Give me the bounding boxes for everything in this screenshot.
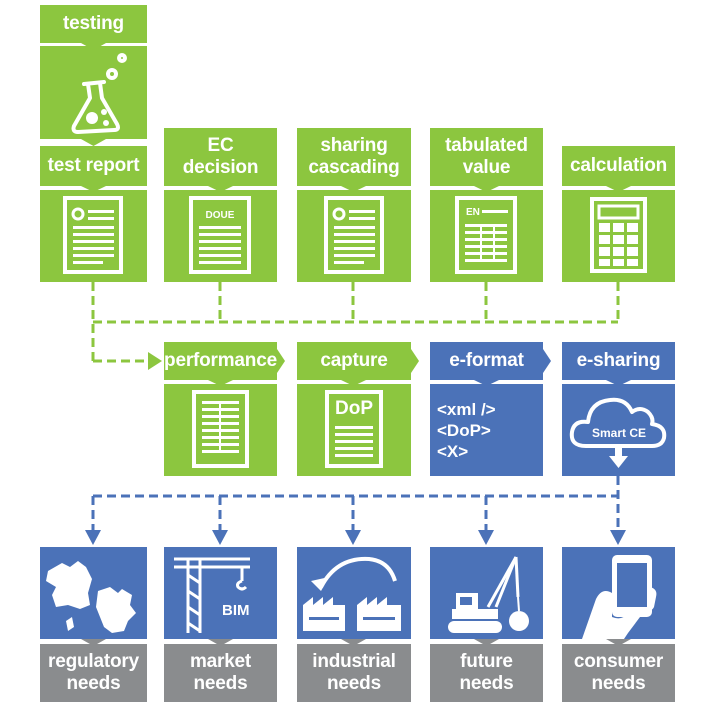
code-line-x: <X> <box>437 442 469 461</box>
arrow-head <box>212 530 228 545</box>
dop-document-icon <box>325 390 383 468</box>
calculation-tile <box>562 190 675 282</box>
document-icon <box>63 196 123 274</box>
arrow-head <box>345 530 361 545</box>
crane-icon <box>174 557 250 633</box>
arrow-head <box>610 530 626 545</box>
calculator-icon <box>590 197 647 273</box>
market-tile: BIM <box>164 547 277 639</box>
ec-decision-tile: DOUE <box>164 190 277 282</box>
e-sharing-label: e-sharing <box>562 342 675 380</box>
testing-tile <box>40 46 147 139</box>
arrow-head <box>85 530 101 545</box>
code-line-xml: <xml /> <box>437 400 496 419</box>
doue-tag: DOUE <box>205 210 235 221</box>
europe-map-icon <box>46 561 136 633</box>
side-arrow <box>543 349 551 373</box>
tabulated-value-tile: EN <box>430 190 543 282</box>
e-sharing-tile: Smart CE <box>562 384 675 476</box>
excavator-icon <box>448 556 529 633</box>
test-report-tile <box>40 190 147 282</box>
code-line-dop: <DoP> <box>437 421 491 440</box>
flask-icon <box>71 53 127 134</box>
arrow-head <box>148 352 162 370</box>
industrial-tile <box>297 547 411 639</box>
performance-tile <box>164 384 277 476</box>
smartphone-hand-icon <box>582 555 657 639</box>
cloud-icon <box>569 397 667 468</box>
standard-table-icon <box>455 196 517 274</box>
side-arrow <box>411 349 419 373</box>
document-icon <box>324 196 384 274</box>
regulatory-tile <box>40 547 147 639</box>
e-format-label: e-format <box>430 342 543 380</box>
testing-label: testing <box>40 5 147 43</box>
performance-document-icon <box>192 390 249 468</box>
arrow-head <box>478 530 494 545</box>
sharing-cascading-tile <box>297 190 411 282</box>
future-tile <box>430 547 543 639</box>
e-format-tile: <xml /> <DoP> <X> <box>430 384 543 476</box>
factories-icon <box>303 556 401 631</box>
bim-label: BIM <box>222 602 250 619</box>
smart-ce-label: Smart CE <box>591 426 647 440</box>
dop-tag: DoP <box>335 398 373 419</box>
performance-label: performance <box>164 342 277 380</box>
side-arrow <box>277 349 285 373</box>
en-tag: EN <box>466 207 480 218</box>
consumer-tile <box>562 547 675 639</box>
capture-label: capture <box>297 342 411 380</box>
tab-arrow <box>81 139 106 146</box>
official-journal-icon <box>189 196 251 274</box>
test-report-label: test report <box>40 146 147 186</box>
calculation-label: calculation <box>562 146 675 186</box>
capture-tile: DoP <box>297 384 411 476</box>
